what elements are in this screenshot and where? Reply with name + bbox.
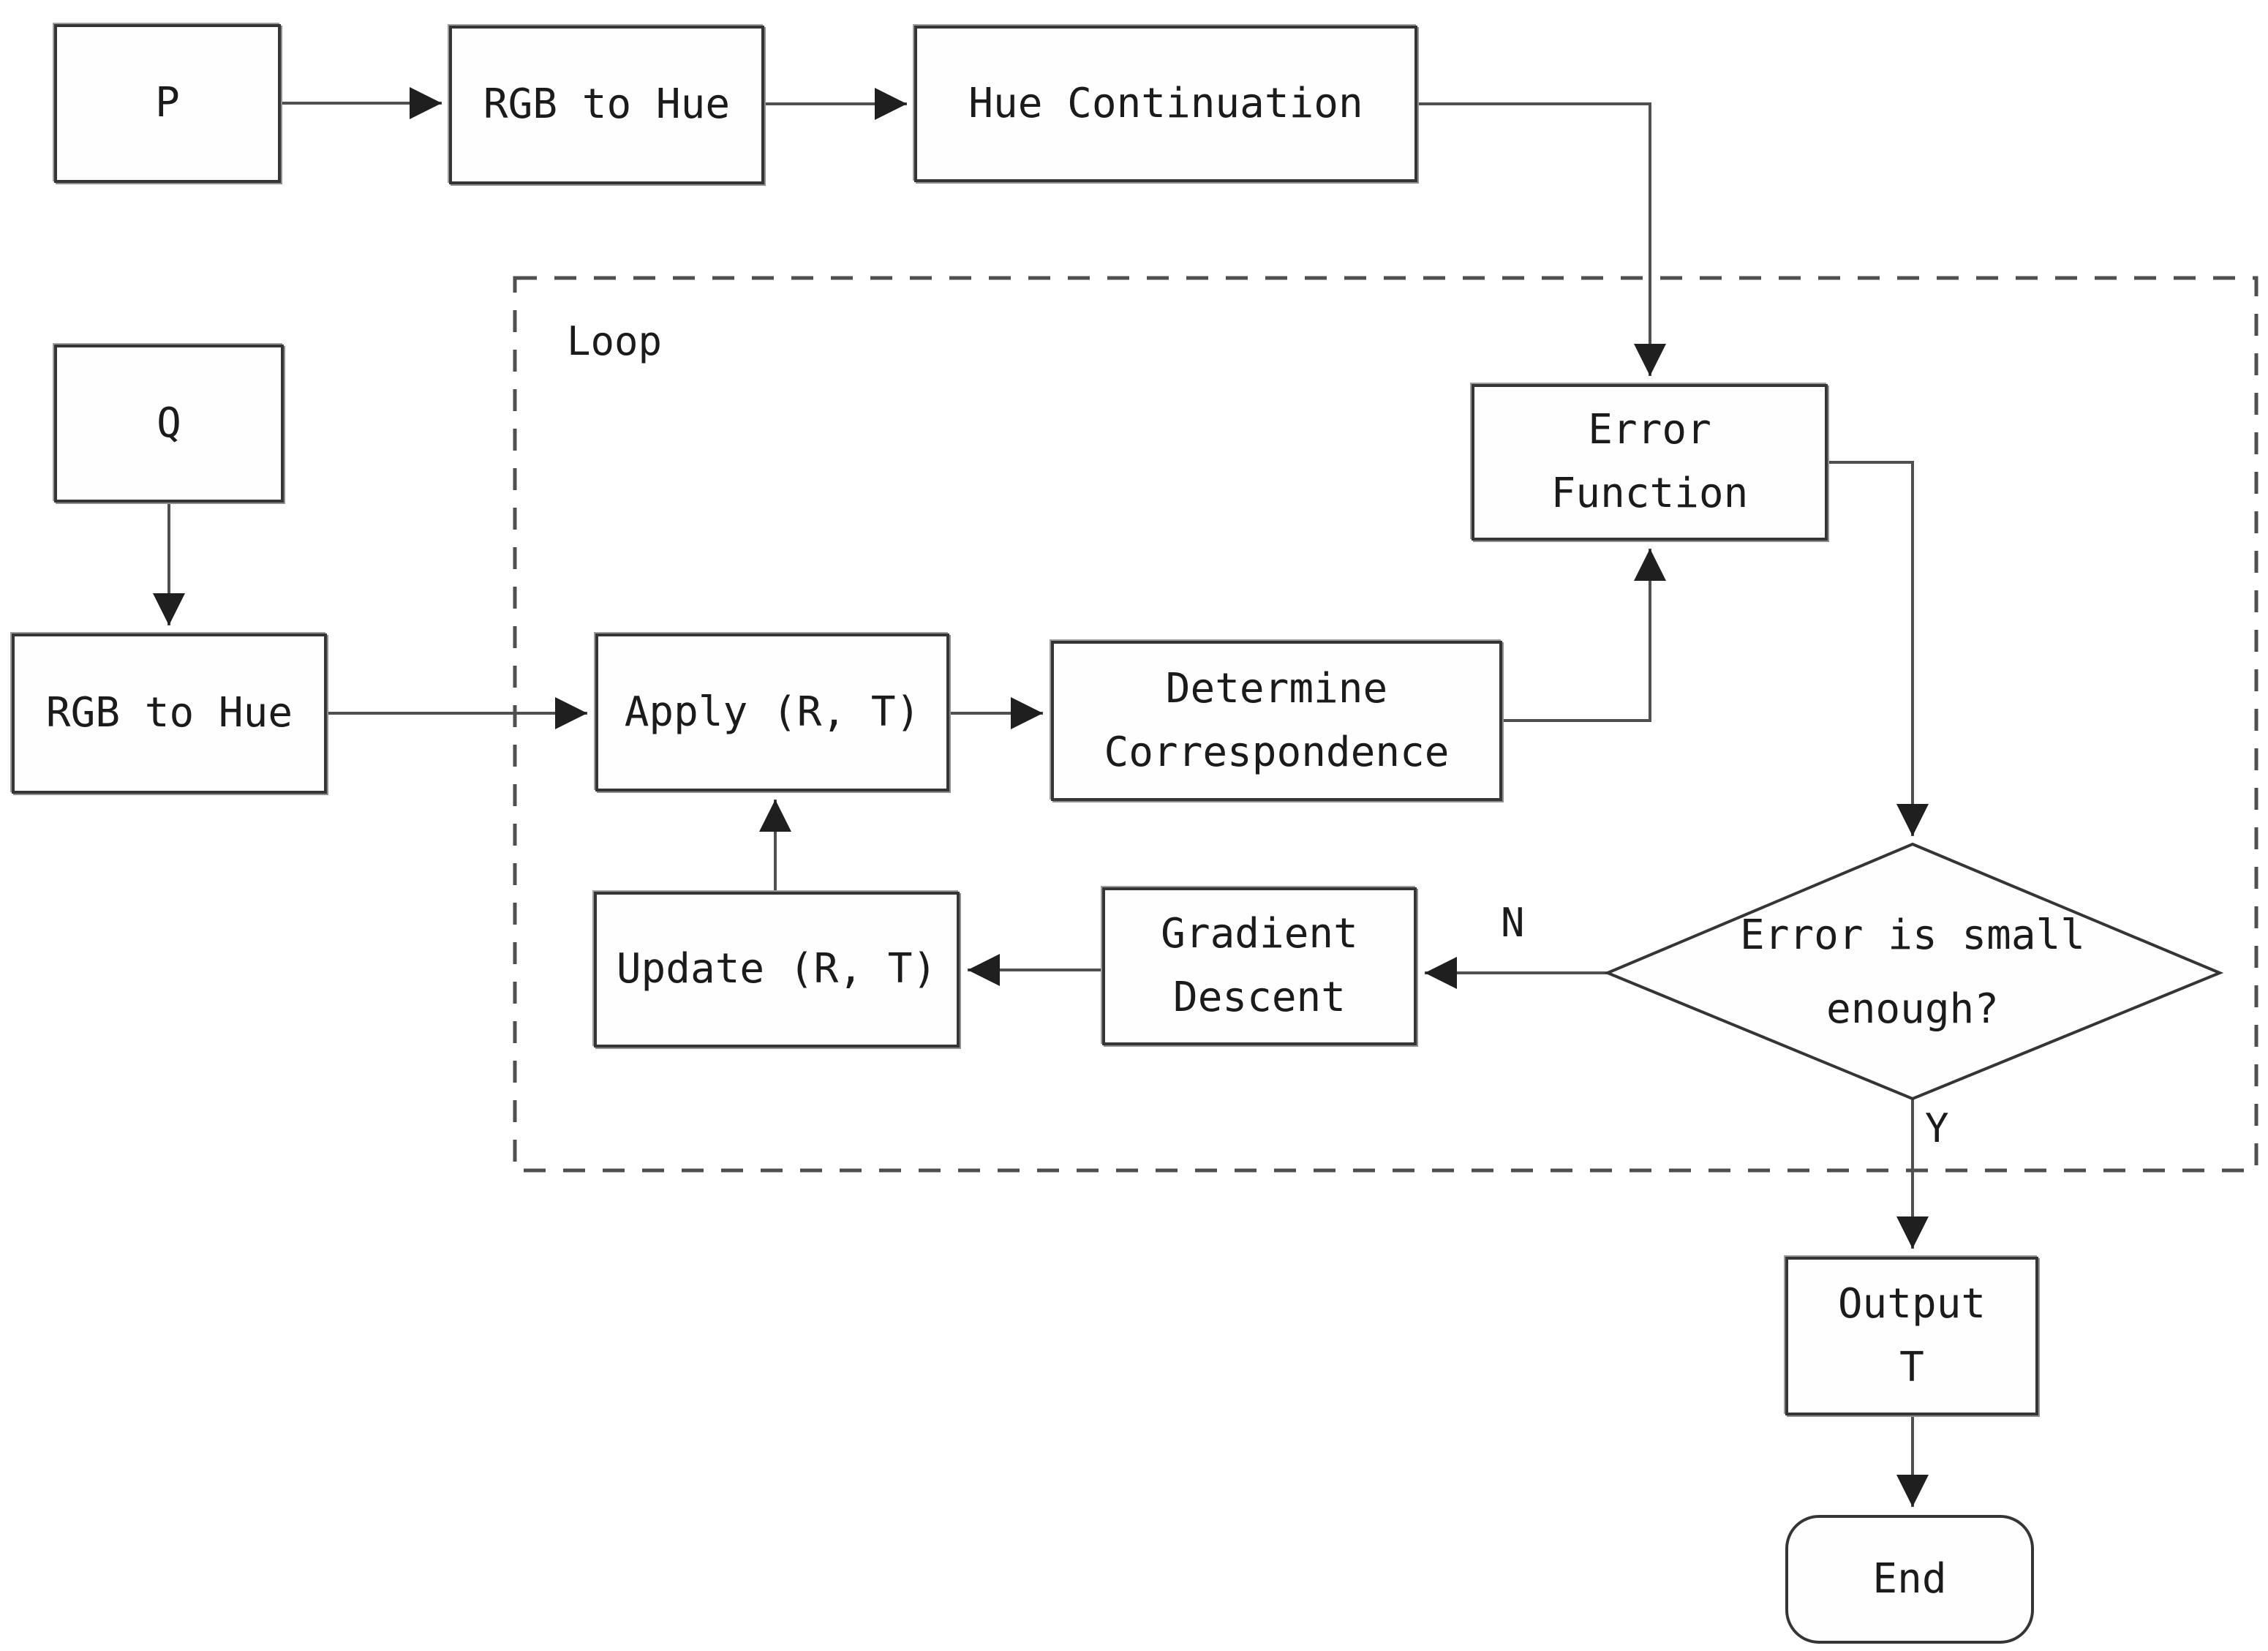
- node-p: P: [54, 24, 281, 183]
- node-determine-correspondence-label: Determine Correspondence: [1104, 664, 1450, 776]
- node-error-function: Error Function: [1472, 384, 1828, 541]
- node-update-rt: Update (R, T): [594, 892, 960, 1048]
- node-end: End: [1785, 1515, 2034, 1644]
- decision-diamond: [1603, 842, 2224, 1101]
- node-apply-rt-label: Apply (R, T): [624, 688, 921, 736]
- node-q-label: Q: [157, 399, 181, 447]
- node-gradient-descent: Gradient Descent: [1102, 887, 1417, 1045]
- edge-label-no: N: [1501, 900, 1525, 946]
- node-apply-rt: Apply (R, T): [595, 633, 949, 791]
- node-rgb-to-hue-left: RGB to Hue: [12, 633, 327, 794]
- decision-label-wrap: Error is small enough?: [1635, 870, 2190, 1075]
- edge-error-function-to-decision: [1828, 461, 1929, 836]
- edge-hue-continuation-to-error-function: [1417, 102, 1666, 376]
- node-hue-continuation-label: Hue Continuation: [968, 79, 1363, 127]
- loop-label: Loop: [567, 318, 663, 364]
- node-q: Q: [54, 345, 284, 503]
- node-gradient-descent-label: Gradient Descent: [1161, 910, 1358, 1021]
- node-update-rt-label: Update (R, T): [616, 945, 938, 993]
- node-output-t-label: Output T: [1837, 1279, 1986, 1391]
- edge-determine-to-error-function: [1502, 549, 1666, 722]
- node-rgb-to-hue-left-label: RGB to Hue: [45, 689, 293, 737]
- loop-dashed-boundary: [513, 276, 2258, 1173]
- node-determine-correspondence: Determine Correspondence: [1051, 641, 1502, 801]
- node-end-label: End: [1872, 1554, 1947, 1603]
- node-output-t: Output T: [1785, 1257, 2038, 1415]
- node-rgb-to-hue-top: RGB to Hue: [449, 26, 764, 184]
- edge-label-yes: Y: [1925, 1105, 1949, 1151]
- node-p-label: P: [155, 79, 180, 127]
- node-error-function-label: Error Function: [1551, 406, 1749, 517]
- decision-label: Error is small enough?: [1739, 911, 2085, 1033]
- node-rgb-to-hue-top-label: RGB to Hue: [483, 80, 731, 129]
- node-hue-continuation: Hue Continuation: [914, 26, 1417, 182]
